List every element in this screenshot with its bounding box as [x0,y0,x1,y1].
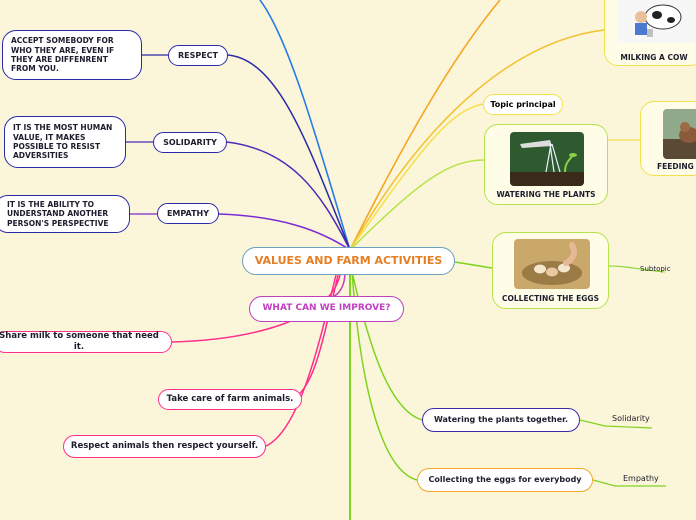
feeding-caption: FEEDING T [657,162,696,171]
watering-plants-card[interactable]: WATERING THE PLANTS [484,124,608,205]
improve-item-care-animals[interactable]: Take care of farm animals. [158,389,302,410]
empathy-label[interactable]: Empathy [623,474,659,483]
watering-plants-photo-icon [510,132,584,186]
collecting-eggs-card[interactable]: COLLECTING THE EGGS [492,232,609,309]
topic-principal-node[interactable]: Topic principal [483,94,563,115]
empathy-description[interactable]: IT IS THE ABILITY TO UNDERSTAND ANOTHER … [0,195,130,233]
watering-plants-caption: WATERING THE PLANTS [485,190,607,199]
subtopic-label[interactable]: Subtopic [640,265,671,273]
collecting-eggs-together-node[interactable]: Collecting the eggs for everybody [417,468,593,492]
feeding-animals-photo-icon [663,109,696,159]
respect-description[interactable]: ACCEPT SOMEBODY FOR WHO THEY ARE, EVEN I… [2,30,142,80]
solidarity-description[interactable]: IT IS THE MOST HUMAN VALUE, IT MAKES POS… [4,116,126,168]
milking-cow-caption: MILKING A COW [605,53,696,62]
solidarity-label[interactable]: Solidarity [612,414,650,423]
eggs-nest-photo-icon [514,239,590,289]
milking-cow-card[interactable]: MILKING A COW [604,0,696,66]
milking-cow-photo-icon [617,0,696,43]
empathy-node[interactable]: EMPATHY [157,203,219,224]
improve-item-respect-animals[interactable]: Respect animals then respect yourself. [63,435,266,458]
central-topic[interactable]: VALUES AND FARM ACTIVITIES [242,247,455,275]
watering-together-node[interactable]: Watering the plants together. [422,408,580,432]
respect-node[interactable]: RESPECT [168,45,228,66]
improve-item-share-milk[interactable]: Share milk to someone that need it. [0,331,172,353]
collecting-eggs-caption: COLLECTING THE EGGS [493,294,608,303]
feeding-card[interactable]: FEEDING T [640,101,696,176]
solidarity-node[interactable]: SOLIDARITY [153,132,227,153]
improve-node[interactable]: WHAT CAN WE IMPROVE? [249,296,404,322]
